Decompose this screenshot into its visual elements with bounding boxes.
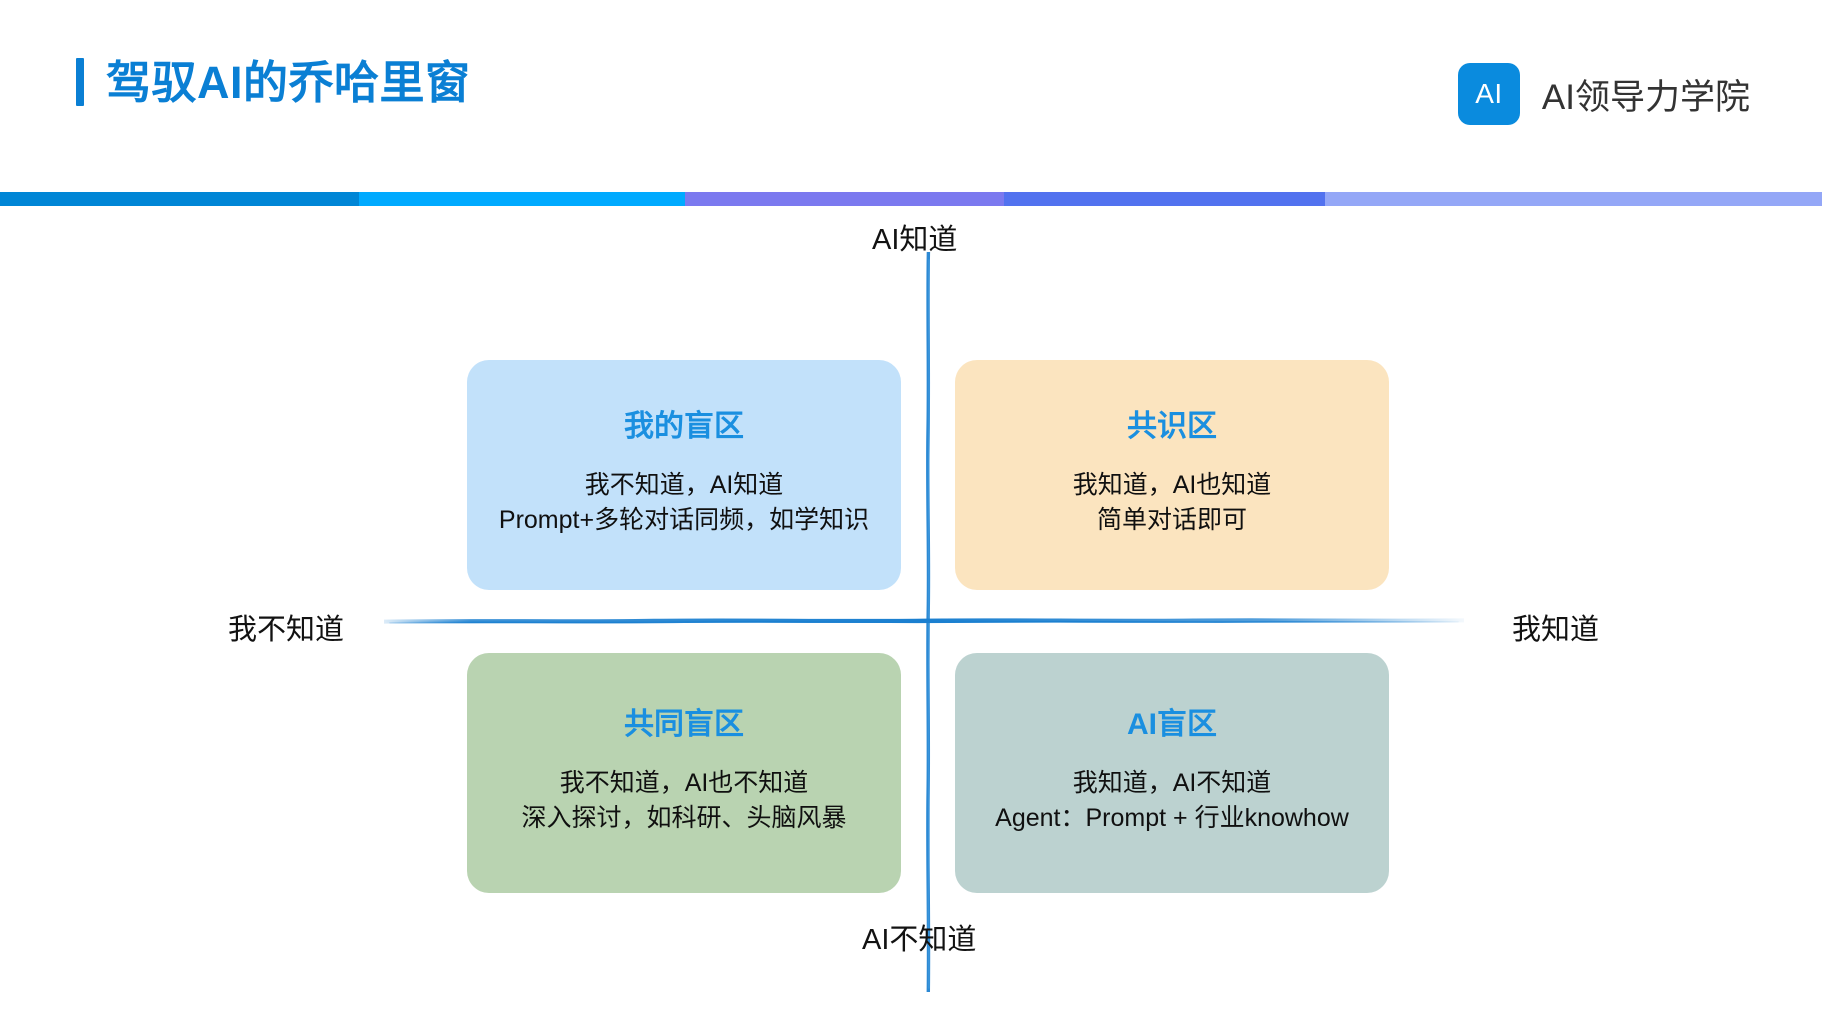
quadrant-line: 我不知道，AI也不知道 xyxy=(559,768,809,797)
title-accent-bar-icon xyxy=(76,58,84,106)
axis-label-bottom: AI不知道 xyxy=(862,924,977,956)
quadrant-card-top-right: 共识区 我知道，AI也知道 简单对话即可 xyxy=(955,360,1389,590)
quadrant-card-top-left: 我的盲区 我不知道，AI知道 Prompt+多轮对话同频，如学知识 xyxy=(467,360,901,590)
quadrant-line: 我知道，AI也知道 xyxy=(1072,470,1272,499)
title-group: 驾驭AI的乔哈里窗 xyxy=(76,58,471,106)
quadrant-line: 我不知道，AI知道 xyxy=(584,470,784,499)
quadrant-line: Prompt+多轮对话同频，如学知识 xyxy=(498,506,870,534)
brand-name: AI领导力学院 xyxy=(1541,77,1750,117)
slide-header: 驾驭AI的乔哈里窗 AI AI领导力学院 xyxy=(0,0,1822,192)
axis-label-left: 我不知道 xyxy=(228,614,345,646)
horizontal-axis-line xyxy=(384,616,1464,626)
axis-label-top: AI知道 xyxy=(872,224,958,256)
quadrant-line: Agent：Prompt + 行业knowhow xyxy=(995,804,1349,832)
page-title: 驾驭AI的乔哈里窗 xyxy=(106,56,471,108)
quadrant-line: 简单对话即可 xyxy=(1096,506,1247,534)
segment-light-blue xyxy=(1324,192,1822,206)
quadrant-title: 我的盲区 xyxy=(624,409,744,443)
brand-logo-icon: AI xyxy=(1457,63,1520,125)
brand-logo-label: AI xyxy=(1475,78,1503,109)
quadrant-line: 深入探讨，如科研、头脑风暴 xyxy=(521,804,847,832)
quadrant-card-bottom-left: 共同盲区 我不知道，AI也不知道 深入探讨，如科研、头脑风暴 xyxy=(467,653,901,893)
accent-divider-bar xyxy=(0,192,1822,206)
vertical-axis-line xyxy=(924,252,933,992)
quadrant-title: 共同盲区 xyxy=(624,707,744,741)
quadrant-card-bottom-right: AI盲区 我知道，AI不知道 Agent：Prompt + 行业knowhow xyxy=(955,653,1389,893)
johari-window-matrix: AI知道 AI不知道 我不知道 我知道 我的盲区 我不知道，AI知道 Promp… xyxy=(0,206,1822,1022)
brand-group: AI AI领导力学院 xyxy=(1457,63,1750,125)
segment-deep-blue xyxy=(0,192,359,206)
axis-label-right: 我知道 xyxy=(1512,614,1600,646)
quadrant-title: 共识区 xyxy=(1127,409,1217,443)
segment-violet xyxy=(685,192,1004,206)
quadrant-line: 我知道，AI不知道 xyxy=(1072,768,1272,797)
segment-bright-blue xyxy=(358,192,686,206)
quadrant-title: AI盲区 xyxy=(1127,707,1217,741)
segment-indigo xyxy=(1003,192,1325,206)
